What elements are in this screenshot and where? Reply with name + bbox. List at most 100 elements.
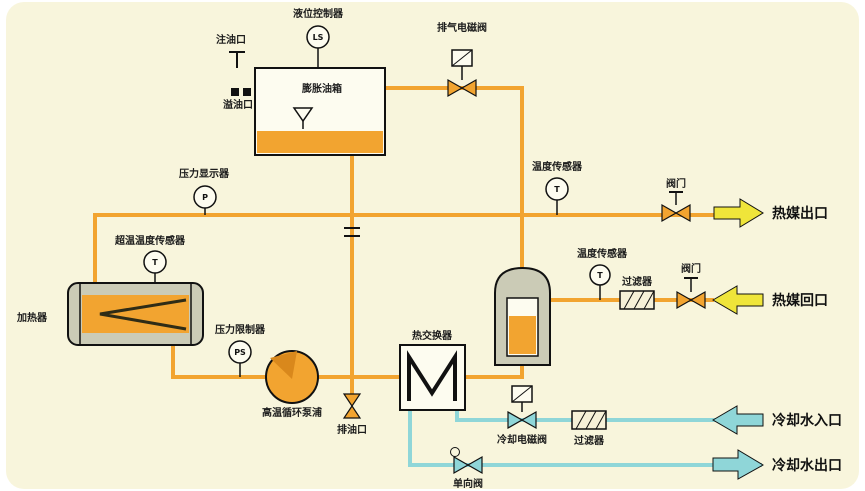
arrow-left-icon <box>712 405 764 435</box>
cooling-water-inlet: 冷却水入口 <box>712 405 842 435</box>
ps-sensor-icon <box>228 340 252 364</box>
filter-body <box>619 290 655 310</box>
filter-hatch <box>585 410 597 430</box>
valve-wing <box>447 78 464 98</box>
pipe-main-supply <box>93 213 714 283</box>
return-valve-label: 阀门 <box>681 262 701 275</box>
cooling-water-outlet: 冷却水出口 <box>712 449 842 480</box>
vessel-oil-level <box>509 316 536 354</box>
pipe-cooling-outlet <box>408 410 762 467</box>
heat-exchanger-label: 热交换器 <box>412 329 453 342</box>
oil-drain-label: 排油口 <box>337 423 367 436</box>
cooling-water-outlet-label: 冷却水出口 <box>772 457 842 474</box>
arrow-right-icon <box>713 198 764 228</box>
valve-wing <box>507 410 524 430</box>
return-filter: 过滤器 <box>619 275 655 310</box>
exhaust-solenoid-label: 排气电磁阀 <box>437 21 487 34</box>
hot-media-return: 热媒回口 <box>712 285 828 315</box>
pressure-limiter-label: 压力限制器 <box>215 323 266 336</box>
filter-hatch <box>643 290 655 310</box>
t-tag: T <box>597 271 603 280</box>
overtemp-sensor: 超温温度传感器 T <box>114 234 186 283</box>
filter-hatch <box>623 290 635 310</box>
exchanger-coil-icon <box>407 350 457 401</box>
t-sensor-icon <box>143 250 167 274</box>
level-controller: 液位控制器 LS <box>293 7 344 68</box>
t-tag: T <box>554 185 560 194</box>
p-tag: P <box>202 193 208 202</box>
pressure-display: 压力显示器 P <box>179 167 230 215</box>
ls-tag: LS <box>313 33 324 42</box>
exhaust-solenoid-valve: 排气电磁阀 <box>437 21 487 98</box>
p-sensor-icon <box>193 185 217 209</box>
return-temp-sensor: 温度传感器 T <box>577 247 628 300</box>
hot-media-outlet: 热媒出口 <box>713 198 828 228</box>
cooling-filter-label: 过滤器 <box>574 434 605 447</box>
pump-label: 高温循环泵浦 <box>262 406 322 419</box>
return-temp-sensor-label: 温度传感器 <box>577 247 628 260</box>
valve-wing <box>342 393 362 408</box>
pump-impeller-icon <box>270 351 297 379</box>
pressure-display-label: 压力显示器 <box>179 167 230 180</box>
solenoid-diagonal <box>511 385 533 403</box>
main-temp-sensor-label: 温度传感器 <box>532 160 583 173</box>
main-temp-sensor: 温度传感器 T <box>532 160 583 215</box>
filter-hatch <box>575 410 587 430</box>
pipe-pump-suction <box>171 345 266 379</box>
valve-wing <box>460 78 477 98</box>
cooling-solenoid-valve: 冷却电磁阀 <box>497 385 547 446</box>
pipe-exchanger-to-separator <box>465 365 524 379</box>
overtemp-sensor-label: 超温温度传感器 <box>114 234 186 247</box>
heater: 加热器 <box>16 282 204 346</box>
liquid-level-icon <box>292 107 314 123</box>
arrow-right-icon <box>712 449 764 480</box>
arrow-left-icon <box>712 285 764 315</box>
valve-wing <box>674 203 691 223</box>
cooling-water-inlet-label: 冷却水入口 <box>772 412 842 429</box>
oil-overflow-port: 溢油口 <box>223 88 253 111</box>
diagram-background <box>6 2 859 489</box>
valve-wing <box>520 410 537 430</box>
check-valve: 单向阀 <box>450 447 483 490</box>
hot-media-return-label: 热媒回口 <box>772 292 828 309</box>
cooling-solenoid-label: 冷却电磁阀 <box>497 433 547 446</box>
heating-element-icon <box>99 298 187 331</box>
tank-oil-level <box>257 131 383 153</box>
t-sensor-icon <box>545 177 569 201</box>
ps-tag: PS <box>234 348 246 357</box>
heater-label: 加热器 <box>16 311 48 324</box>
heat-exchanger: 热交换器 <box>399 329 466 411</box>
ls-sensor-icon <box>306 25 330 49</box>
expansion-tank: 膨胀油箱 <box>254 67 386 156</box>
expansion-tank-label: 膨胀油箱 <box>302 82 342 95</box>
oil-fill-port: 注油口 <box>216 33 246 68</box>
cooling-pipes <box>408 410 762 467</box>
check-valve-label: 单向阀 <box>453 477 483 490</box>
return-valve: 阀门 <box>676 262 706 310</box>
oil-fill-port-label: 注油口 <box>216 33 246 46</box>
filter-hatch <box>633 290 645 310</box>
t-tag: T <box>152 258 158 267</box>
overflow-block <box>231 88 239 96</box>
hot-outlet-valve-label: 阀门 <box>666 177 686 190</box>
hot-media-outlet-label: 热媒出口 <box>772 205 828 222</box>
valve-wing <box>342 404 362 419</box>
solenoid-diagonal <box>451 49 473 67</box>
cooling-filter: 过滤器 <box>571 410 607 447</box>
return-filter-label: 过滤器 <box>622 275 653 288</box>
t-sensor-icon <box>589 264 611 286</box>
level-controller-label: 液位控制器 <box>293 7 344 20</box>
valve-wing <box>676 290 693 310</box>
valve-wing <box>466 455 483 475</box>
check-ball-icon <box>450 447 460 457</box>
valve-wing <box>661 203 678 223</box>
pipe-tank-to-separator <box>385 86 524 268</box>
hot-outlet-valve: 阀门 <box>661 177 691 223</box>
valve-wing <box>689 290 706 310</box>
filter-body <box>571 410 607 430</box>
circulation-pump: 高温循环泵浦 <box>262 350 322 419</box>
overflow-block <box>243 88 251 96</box>
separator-vessel <box>494 266 551 366</box>
